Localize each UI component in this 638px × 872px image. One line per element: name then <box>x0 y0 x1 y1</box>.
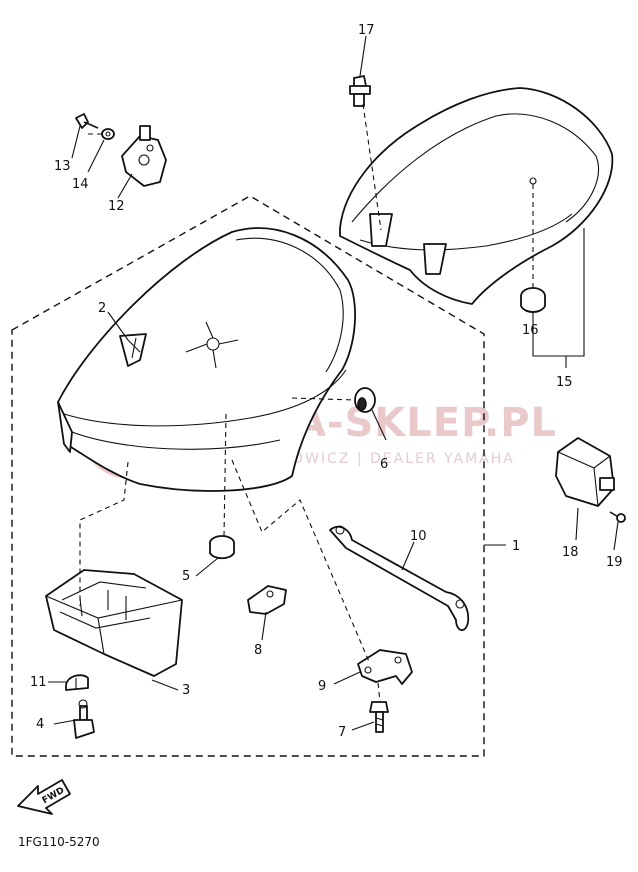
callout-7: 7 <box>338 725 346 740</box>
callout-15: 15 <box>556 375 573 390</box>
battery-tray <box>45 569 183 677</box>
callout-8: 8 <box>254 643 262 658</box>
callout-12: 12 <box>108 199 125 214</box>
callout-1: 1 <box>512 539 520 554</box>
callout-labels: 1 2 3 4 5 6 7 8 9 10 11 12 13 14 15 16 1… <box>30 23 623 740</box>
bolt-17 <box>349 75 371 107</box>
main-seat <box>57 227 357 492</box>
callout-9: 9 <box>318 679 326 694</box>
callout-17: 17 <box>358 23 375 38</box>
seat-stay-10 <box>329 525 470 631</box>
screw-19 <box>609 511 626 523</box>
callout-13: 13 <box>54 159 71 174</box>
damper-6 <box>354 387 376 413</box>
seat-clip-icon <box>119 333 147 367</box>
nut-11 <box>65 674 89 691</box>
callout-18: 18 <box>562 545 579 560</box>
screw-13 <box>75 113 99 129</box>
callout-4: 4 <box>36 717 44 732</box>
rear-seat <box>339 87 614 305</box>
mounting-lines <box>79 103 534 703</box>
washer-14 <box>101 128 115 140</box>
holder-18 <box>555 437 615 507</box>
callout-10: 10 <box>410 529 427 544</box>
forward-arrow-icon: FWD <box>17 779 71 815</box>
callout-11: 11 <box>30 675 47 690</box>
callout-6: 6 <box>380 457 388 472</box>
bracket-9 <box>357 649 413 685</box>
damper-5 <box>209 535 235 560</box>
callout-2: 2 <box>98 301 106 316</box>
diagram-code: 1FG110-5270 <box>18 835 100 849</box>
bracket-8 <box>247 585 287 615</box>
callout-14: 14 <box>72 177 89 192</box>
callout-16: 16 <box>522 323 539 338</box>
leader-lines <box>48 35 619 731</box>
callout-19: 19 <box>606 555 623 570</box>
damper-16 <box>520 287 546 313</box>
bolt-4 <box>73 699 95 739</box>
bolt-7 <box>369 701 389 733</box>
callout-5: 5 <box>182 569 190 584</box>
lock-12 <box>121 125 167 187</box>
callout-3: 3 <box>182 683 190 698</box>
